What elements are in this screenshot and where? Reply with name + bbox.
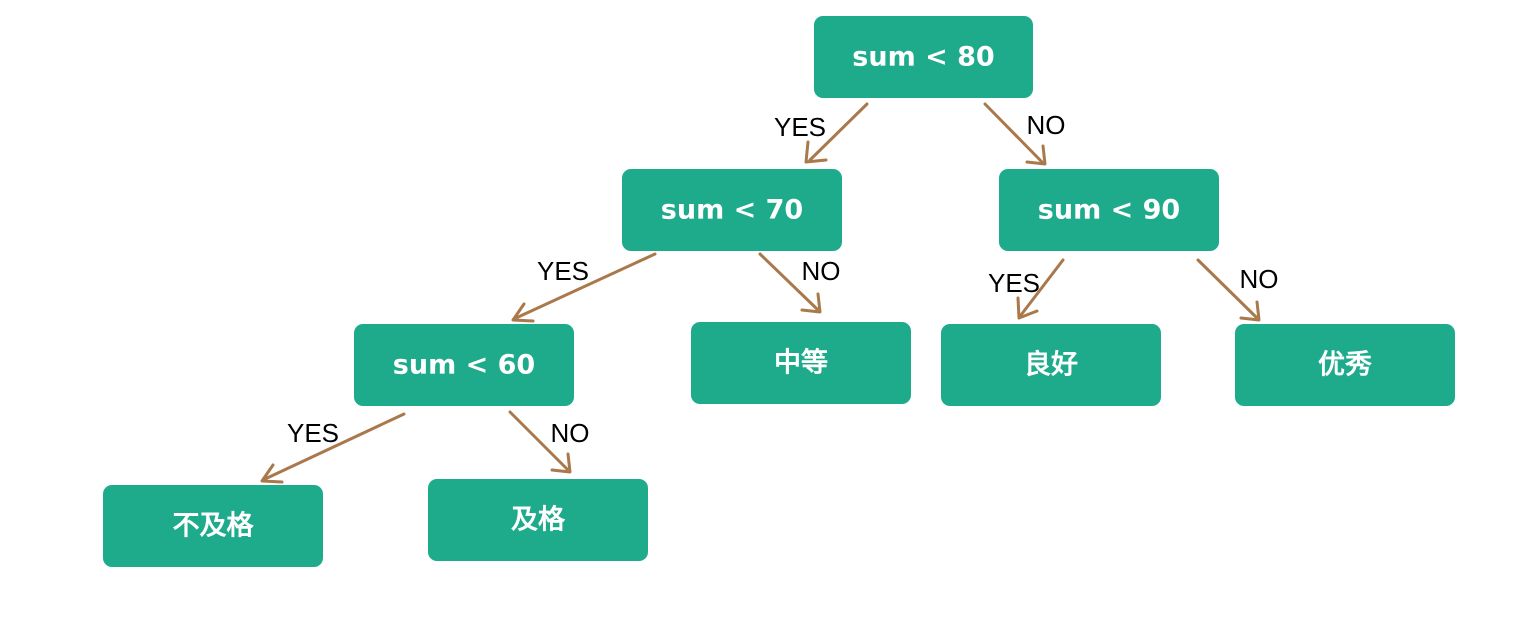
edge-label-sum90-no: NO bbox=[1240, 264, 1279, 294]
edge-root-to-sum90: NO bbox=[983, 102, 1066, 166]
edge-sum70-to-sum60: YES bbox=[511, 252, 657, 323]
node-label-sum70: sum < 70 bbox=[661, 195, 803, 226]
node-label-sum90: sum < 90 bbox=[1038, 195, 1180, 226]
node-pass: 及格 bbox=[428, 479, 648, 561]
edge-label-sum60-yes: YES bbox=[287, 418, 339, 448]
edge-label-sum70-yes: YES bbox=[537, 256, 589, 286]
node-label-excellent: 优秀 bbox=[1318, 350, 1372, 381]
edge-label-sum70-no: NO bbox=[802, 256, 841, 286]
edge-root-to-sum70: YES bbox=[774, 102, 869, 164]
node-sum90: sum < 90 bbox=[999, 169, 1219, 251]
node-sum70: sum < 70 bbox=[622, 169, 842, 251]
edge-label-sum60-no: NO bbox=[551, 418, 590, 448]
edge-sum90-to-excellent: NO bbox=[1196, 258, 1279, 322]
node-good: 良好 bbox=[941, 324, 1161, 406]
node-label-fail: 不及格 bbox=[173, 511, 255, 542]
edge-label-sum90-yes: YES bbox=[988, 268, 1040, 298]
node-label-pass: 及格 bbox=[511, 505, 566, 536]
edge-label-root-no: NO bbox=[1027, 110, 1066, 140]
node-medium: 中等 bbox=[691, 322, 911, 404]
node-label-good: 良好 bbox=[1024, 349, 1078, 381]
node-label-sum60: sum < 60 bbox=[393, 350, 535, 381]
node-label-medium: 中等 bbox=[774, 347, 828, 379]
edge-label-root-yes: YES bbox=[774, 112, 826, 142]
node-sum60: sum < 60 bbox=[354, 324, 574, 406]
node-excellent: 优秀 bbox=[1235, 324, 1455, 406]
node-root: sum < 80 bbox=[814, 16, 1033, 98]
edge-sum60-to-pass: NO bbox=[508, 410, 590, 474]
edge-sum70-to-medium: NO bbox=[758, 252, 841, 314]
node-fail: 不及格 bbox=[103, 485, 323, 567]
nodes: sum < 80 sum < 70 sum < 90 sum < 60 中等 良… bbox=[103, 16, 1455, 567]
edge-sum90-to-good: YES bbox=[988, 258, 1065, 320]
edges: YES NO YES NO YES NO bbox=[260, 102, 1279, 484]
node-label-root: sum < 80 bbox=[852, 42, 994, 73]
edge-sum60-to-fail: YES bbox=[260, 412, 406, 484]
